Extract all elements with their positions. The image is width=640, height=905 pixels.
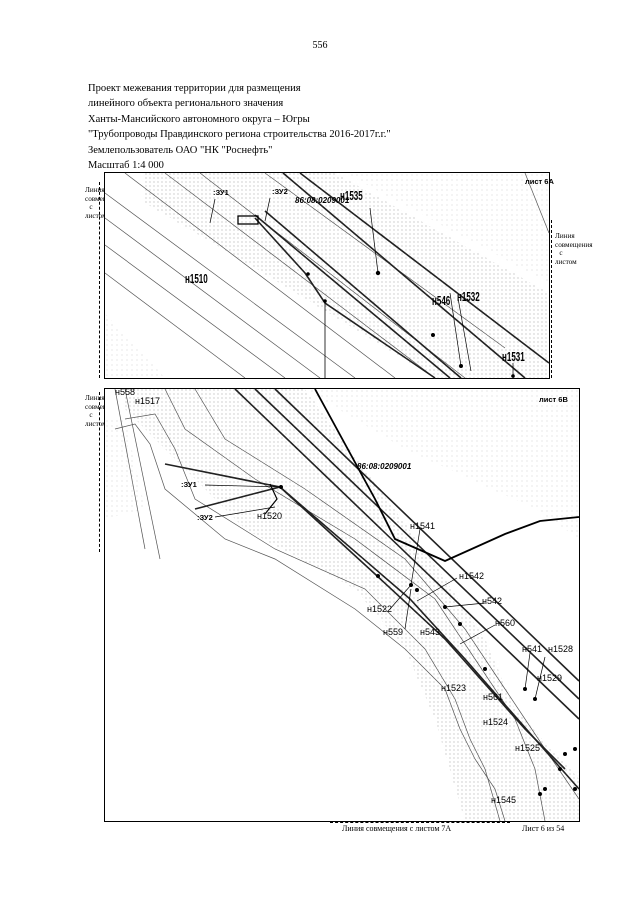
map-sheet-6a: лист 6А 86:08:0209001 :ЗУ1 :ЗУ2 н1535 н1… xyxy=(104,172,554,379)
header-line: Проект межевания территории для размещен… xyxy=(88,83,301,94)
pipeline-lines xyxy=(164,388,580,790)
point-labels: н558 н1517 н1520 н1541 н1542 н542 н1522 … xyxy=(115,387,573,805)
label-leaders xyxy=(209,197,514,378)
zu2-label: :ЗУ2 xyxy=(272,187,288,196)
zu1-label: :ЗУ1 xyxy=(181,480,197,489)
point-label: н560 xyxy=(495,618,515,628)
survey-points xyxy=(306,270,515,378)
side-note-left-a: Линия совмещения с листом xyxy=(85,186,123,220)
survey-points xyxy=(279,485,577,796)
point-label: н542 xyxy=(482,596,502,606)
sheet-label: лист 6В xyxy=(539,395,568,404)
side-note-right-a: Линия совмещения с листом xyxy=(555,232,593,266)
join-line-left-a xyxy=(99,182,100,378)
point-label: н1532 xyxy=(457,290,480,304)
header-line: Землепользователь ОАО "НК "Роснефть" xyxy=(88,144,273,156)
join-line-bottom xyxy=(330,822,510,823)
zu2-label: :ЗУ2 xyxy=(197,513,213,522)
document-header: Проект межевания территории для размещен… xyxy=(88,81,391,173)
cadastral-label: 86:08:0209001 xyxy=(295,196,350,205)
boundary-lines xyxy=(104,172,550,379)
pipeline-lines xyxy=(254,172,550,379)
road-line xyxy=(314,388,580,562)
point-label: н1535 xyxy=(340,189,363,203)
zu1-label: :ЗУ1 xyxy=(213,188,229,197)
point-label: н1510 xyxy=(185,272,208,286)
join-line-right-a xyxy=(551,220,552,378)
land-zone xyxy=(105,313,165,378)
zu-marker xyxy=(237,215,259,225)
page-number: 556 xyxy=(312,40,328,51)
point-label: н541 xyxy=(522,644,542,654)
point-label: н559 xyxy=(383,627,403,637)
point-label: н1545 xyxy=(491,795,516,805)
side-note-left-b: Линия совмещения с листом xyxy=(85,394,123,428)
point-label: н558 xyxy=(115,387,135,397)
header-line: "Трубопроводы Правдинского региона строи… xyxy=(88,129,391,141)
join-line-left-b xyxy=(99,392,100,552)
point-label: н561 xyxy=(483,692,503,702)
header-line: линейного объекта регионального значения xyxy=(88,98,284,110)
point-label: н546 xyxy=(432,294,450,308)
point-label: н1541 xyxy=(410,521,435,531)
boundary-lines xyxy=(114,388,580,822)
point-label: н1522 xyxy=(367,604,392,614)
land-zone xyxy=(105,419,145,519)
point-label: н1525 xyxy=(515,743,540,753)
scale-label: Масштаб 1:4 000 xyxy=(88,160,164,172)
forest-zone xyxy=(345,173,549,283)
sheet-count: Лист 6 из 54 xyxy=(522,824,565,833)
point-label: н1520 xyxy=(257,511,282,521)
header-line: Ханты-Мансийского автономного округа – Ю… xyxy=(88,113,310,125)
point-label: н543 xyxy=(420,627,440,637)
map-b-canvas: лист 6В 86:08:0209001 :ЗУ1 :ЗУ2 н558 н15… xyxy=(105,387,580,822)
point-label: н1524 xyxy=(483,717,508,727)
point-label: н1529 xyxy=(537,673,562,683)
map-a-canvas: лист 6А 86:08:0209001 :ЗУ1 :ЗУ2 н1535 н1… xyxy=(104,172,554,379)
point-label: н1542 xyxy=(459,571,484,581)
map-sheet-6b: лист 6В 86:08:0209001 :ЗУ1 :ЗУ2 н558 н15… xyxy=(104,387,580,822)
sheet-label: лист 6А xyxy=(525,177,554,186)
point-label: н1531 xyxy=(502,350,525,364)
label-leaders xyxy=(204,484,546,700)
cadastral-label: 86:08:0209001 xyxy=(357,462,412,471)
point-label: н1523 xyxy=(441,683,466,693)
join-line-label: Линия совмещения с листом 7А xyxy=(342,824,452,833)
point-label: н1528 xyxy=(548,644,573,654)
point-label: н1517 xyxy=(135,396,160,406)
forest-zone xyxy=(305,389,579,539)
